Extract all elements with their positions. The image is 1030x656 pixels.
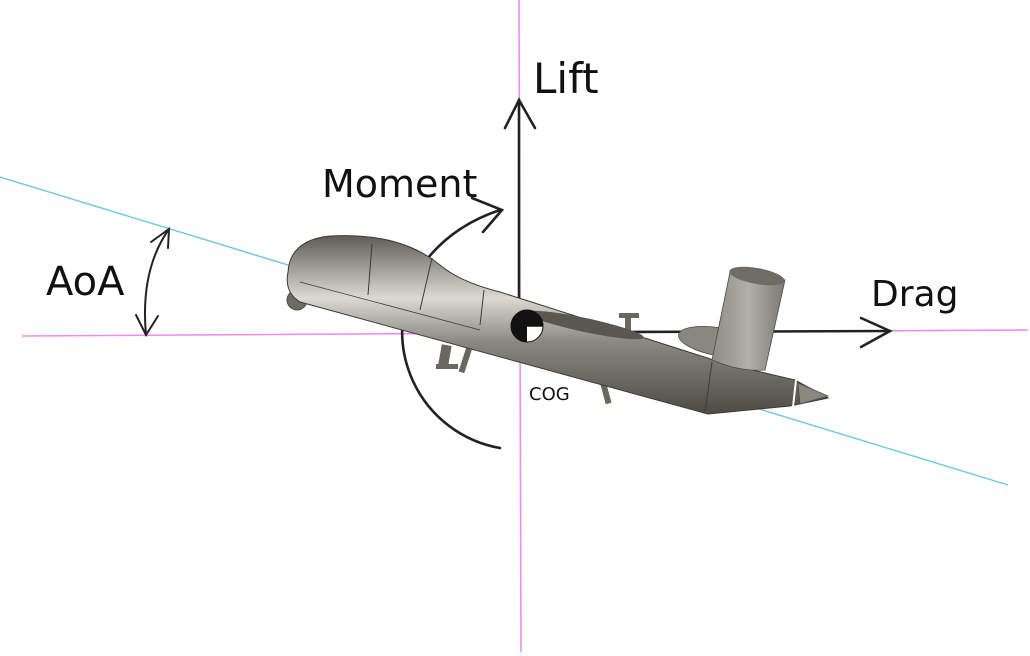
aoa-arc — [135, 226, 171, 338]
lift-vector — [503, 97, 537, 302]
uav-aircraft — [286, 235, 830, 415]
aoa-label: AoA — [46, 259, 125, 305]
cog-label: COG — [529, 384, 570, 405]
moment-label: Moment — [322, 162, 478, 206]
cog-marker — [510, 309, 544, 343]
lift-label: Lift — [533, 54, 599, 103]
drag-label: Drag — [871, 274, 959, 315]
